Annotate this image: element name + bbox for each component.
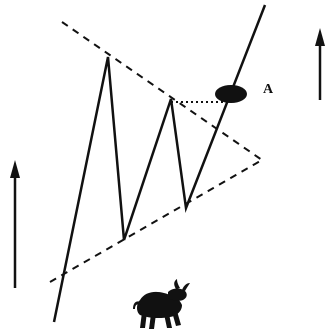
lower-trendline (49, 159, 263, 283)
upper-trendline (61, 21, 263, 161)
breakout-point-marker (215, 85, 247, 103)
breakout-label: A (263, 82, 274, 97)
up-arrow-icon (315, 28, 325, 100)
bull-icon (133, 279, 190, 329)
price-path (52, 4, 267, 323)
up-arrow-icon (10, 160, 20, 288)
